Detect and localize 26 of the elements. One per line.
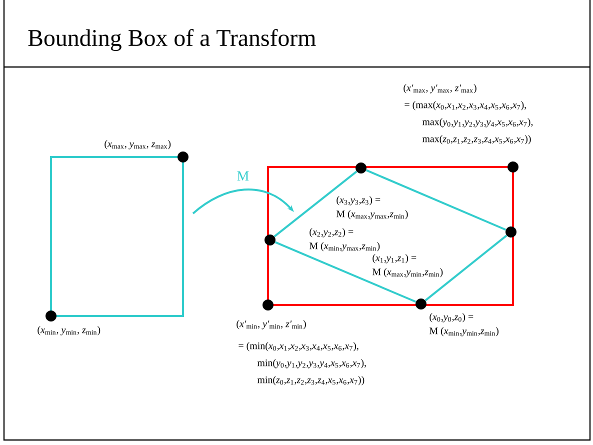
polygon-edge — [424, 234, 508, 302]
coordinate-label: min(z$_{0}$,z$_{1}$,z$_{2}$,z$_{3}$,z$_{4}$,x$_{5}$,x$_{6}$,x$_{7}$)) — [257, 376, 364, 386]
coordinate-label: max(z$_{0}$,z$_{1}$,z$_{2}$,z$_{3}$,z$_{4}$,x$_{5}$,x$_{6}$,x$_{7}$)) — [422, 135, 531, 144]
coordinate-label: (x$_{2}$,y$_{2}$,z$_{2}$) = — [310, 228, 354, 238]
coordinate-label: (x$_{0}$,y$_{0}$,z$_{0}$) = — [430, 313, 474, 322]
coordinate-label: = (min(x$_{0}$,x$_{1}$,x$_{2}$,x$_{3}$,x$_{4}$,x$_{5}$,x$_{6}$,x$_{7}$), — [238, 342, 358, 352]
coordinate-label: M (x$_{max}$,y$_{min}$,z$_{min}$) — [372, 268, 443, 278]
coordinate-label: (x$_{max}$, y$_{max}$, z$_{max}$) — [104, 140, 171, 150]
coordinate-label: M (x$_{max}$,y$_{max}$,z$_{min}$) — [336, 210, 408, 220]
coordinate-label: (x$_{1}$,y$_{1}$,z$_{1}$) = — [372, 254, 416, 264]
coordinate-label: (x$_{3}$,y$_{3}$,z$_{3}$) = — [336, 196, 380, 206]
title: Bounding Box of a Transform — [28, 29, 316, 51]
coordinate-label: (x$_{min}$, y$_{min}$, z$_{min}$) — [38, 326, 100, 336]
bounding-box — [267, 166, 514, 306]
coordinate-label: M (x$_{min}$,y$_{max}$,z$_{min}$) — [309, 242, 380, 252]
coordinate-label: (x'$_{min}$, y'$_{min}$, z'$_{min}$) — [236, 320, 306, 330]
rectangle — [50, 156, 184, 317]
coordinate-label: min(y$_{0}$,y$_{1}$,y$_{2}$,y$_{3}$,y$_{4}$,x$_{5}$,x$_{6}$,x$_{7}$), — [257, 359, 366, 368]
coordinate-label: M (x$_{min}$,y$_{min}$,z$_{min}$) — [429, 327, 498, 336]
coordinate-label: max(y$_{0}$,y$_{1}$,y$_{2}$,y$_{3}$,y$_{4}$,x$_{5}$,x$_{6}$,x$_{7}$), — [422, 118, 533, 128]
edge-label: M — [237, 171, 249, 181]
coordinate-label: = (max(x$_{0}$,x$_{1}$,x$_{2}$,x$_{3}$,x$_{4}$,x$_{5}$,x$_{6}$,x$_{7}$), — [404, 101, 526, 110]
polygon-edge — [366, 169, 506, 231]
coordinate-label: (x'$_{max}$, y'$_{max}$, z'$_{max}$) — [404, 84, 476, 94]
polygon-edge — [274, 170, 358, 238]
polygon-edge — [274, 241, 416, 303]
